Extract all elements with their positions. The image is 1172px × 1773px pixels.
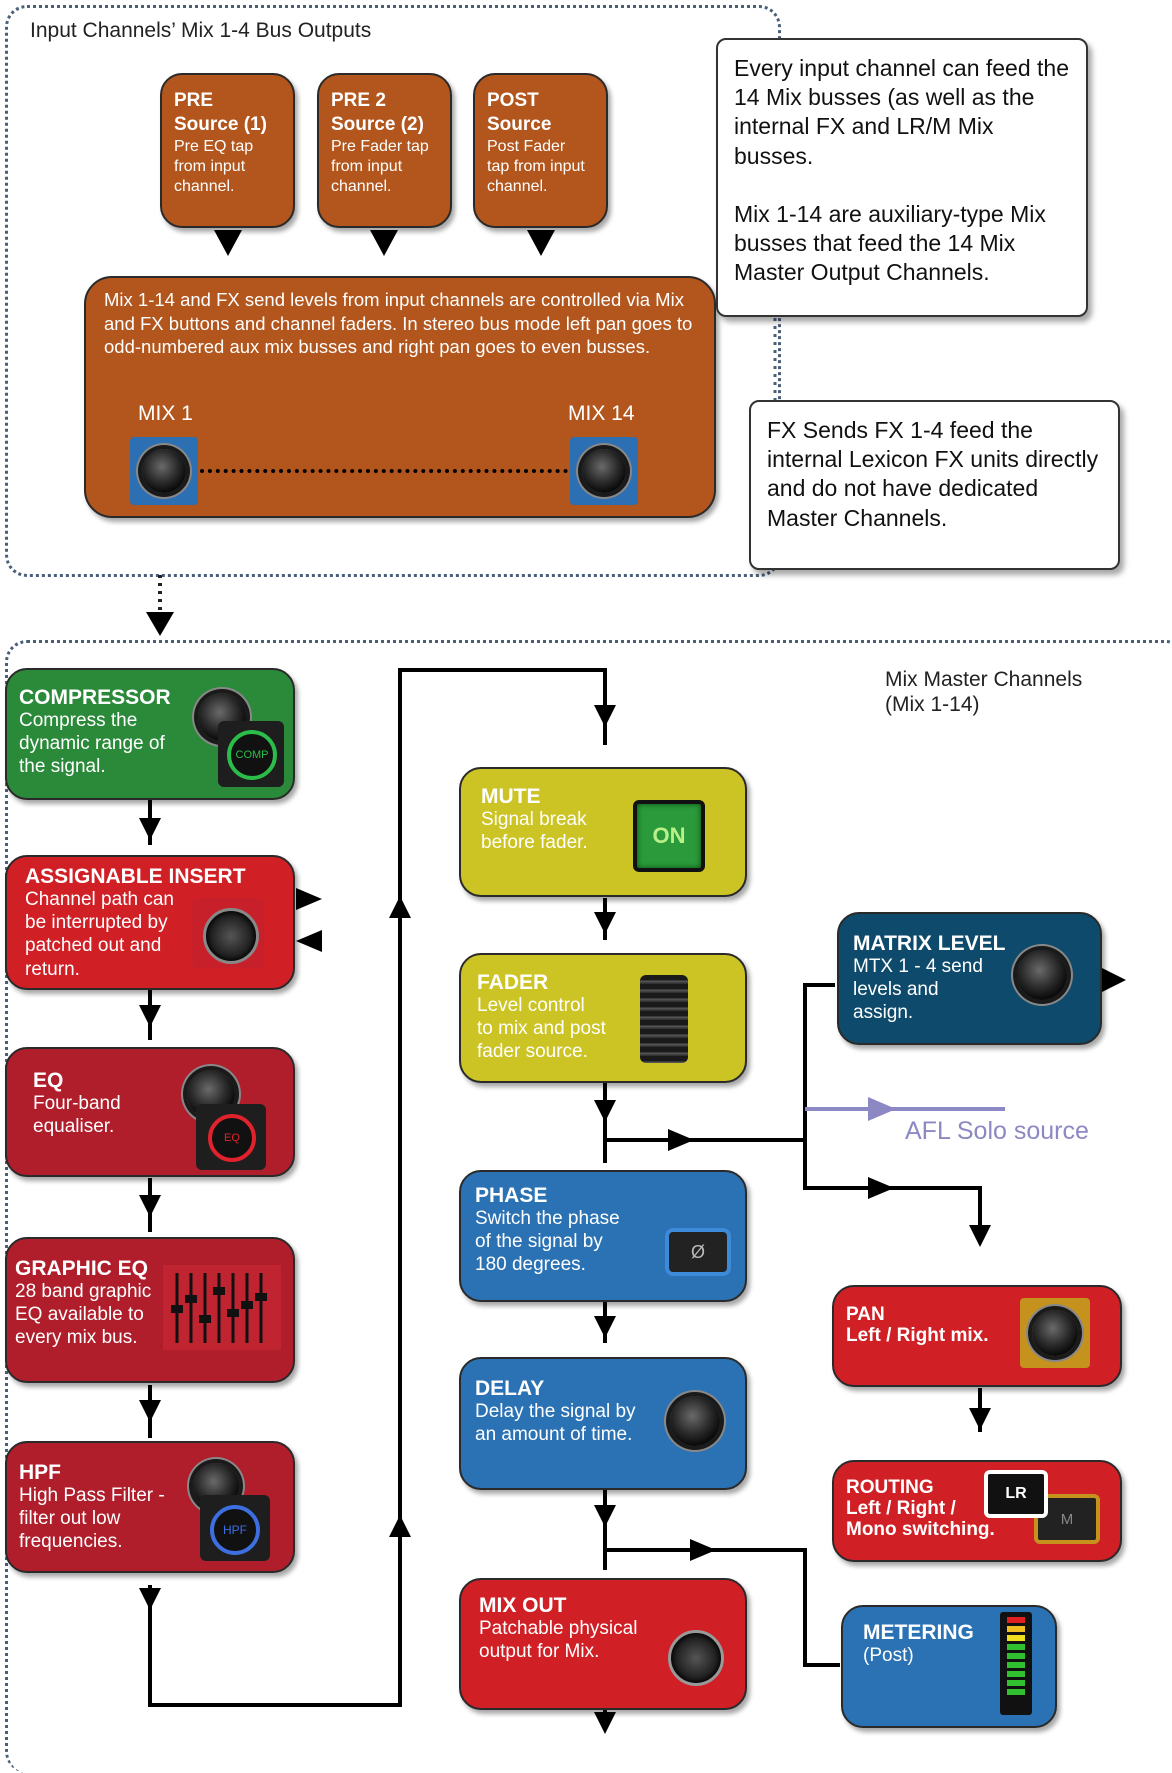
pan-title: PAN bbox=[846, 1304, 885, 1325]
eq-button[interactable]: EQ bbox=[208, 1114, 256, 1162]
mute-desc: Signal break before fader. bbox=[481, 809, 588, 854]
post-source-box: POST Source Post Fader tap from input ch… bbox=[473, 73, 608, 228]
delay-knob-icon[interactable] bbox=[670, 1396, 720, 1446]
mute-block: MUTE Signal break before fader. bbox=[459, 767, 747, 897]
phase-desc: Switch the phase of the signal by 180 de… bbox=[475, 1208, 620, 1276]
routing-lr-button[interactable]: LR bbox=[984, 1470, 1048, 1518]
phase-block: PHASE Switch the phase of the signal by … bbox=[459, 1170, 747, 1302]
xlr-connector-icon bbox=[203, 908, 259, 964]
pre2-source-2-title: PRE 2 Source (2) bbox=[331, 90, 424, 135]
fader-title: FADER bbox=[477, 971, 549, 994]
fader-block: FADER Level control to mix and post fade… bbox=[459, 953, 747, 1083]
metering-title: METERING bbox=[863, 1621, 974, 1644]
eq-desc: Four-band equaliser. bbox=[33, 1093, 121, 1138]
mix-14-label: MIX 14 bbox=[568, 402, 635, 425]
graphic-eq-desc: 28 band graphic EQ available to every mi… bbox=[15, 1281, 152, 1349]
graphic-eq-sliders-icon bbox=[163, 1265, 281, 1350]
mix-out-desc: Patchable physical output for Mix. bbox=[479, 1618, 638, 1663]
routing-desc: Left / Right / Mono switching. bbox=[846, 1497, 995, 1540]
eq-block: EQ Four-band equaliser. bbox=[5, 1047, 295, 1177]
mix-master-region bbox=[5, 640, 1172, 1773]
mix-bus-dotted-link bbox=[200, 469, 568, 473]
post-source-desc: Post Fader tap from input channel. bbox=[487, 137, 585, 195]
matrix-level-title: MATRIX LEVEL bbox=[853, 932, 1006, 955]
compressor-desc: Compress the dynamic range of the signal… bbox=[19, 710, 165, 778]
mute-title: MUTE bbox=[481, 785, 541, 808]
fx-sends-note: FX Sends FX 1-4 feed the internal Lexico… bbox=[749, 400, 1120, 570]
pre2-source-2-desc: Pre Fader tap from input channel. bbox=[331, 137, 429, 195]
mix-master-title: Mix Master Channels (Mix 1-14) bbox=[885, 668, 1083, 717]
matrix-level-desc: MTX 1 - 4 send levels and assign. bbox=[853, 956, 983, 1024]
graphic-eq-title: GRAPHIC EQ bbox=[15, 1257, 149, 1280]
metering-desc: (Post) bbox=[863, 1645, 914, 1667]
matrix-knob-icon[interactable] bbox=[1017, 950, 1067, 1000]
pre-source-1-desc: Pre EQ tap from input channel. bbox=[174, 137, 254, 195]
mix-14-knob-icon[interactable] bbox=[582, 449, 626, 493]
hpf-title: HPF bbox=[19, 1461, 61, 1484]
pre-source-1-box: PRE Source (1) Pre EQ tap from input cha… bbox=[160, 73, 295, 228]
mix-send-text: Mix 1-14 and FX send levels from input c… bbox=[104, 289, 693, 358]
routing-title: ROUTING bbox=[846, 1477, 934, 1498]
mix-out-xlr-icon bbox=[668, 1630, 724, 1686]
fader-desc: Level control to mix and post fader sour… bbox=[477, 995, 606, 1063]
mix-1-knob-icon[interactable] bbox=[142, 449, 186, 493]
mix-1-label: MIX 1 bbox=[138, 402, 193, 425]
meter-bar-icon bbox=[1000, 1612, 1032, 1715]
pan-knob-icon[interactable] bbox=[1032, 1310, 1078, 1356]
insert-title: ASSIGNABLE INSERT bbox=[25, 865, 246, 888]
input-feed-note: Every input channel can feed the 14 Mix … bbox=[716, 38, 1088, 317]
input-channels-title: Input Channels’ Mix 1-4 Bus Outputs bbox=[30, 19, 372, 42]
mix-out-title: MIX OUT bbox=[479, 1594, 567, 1617]
mute-on-button[interactable]: ON bbox=[633, 800, 705, 872]
phase-button[interactable]: Ø bbox=[665, 1228, 731, 1276]
pre-source-1-title: PRE Source (1) bbox=[174, 90, 267, 135]
comp-button[interactable]: COMP bbox=[227, 730, 277, 780]
delay-desc: Delay the signal by an amount of time. bbox=[475, 1401, 636, 1446]
compressor-title: COMPRESSOR bbox=[19, 686, 171, 709]
hpf-button[interactable]: HPF bbox=[210, 1505, 260, 1555]
fader-cap-icon[interactable] bbox=[640, 975, 688, 1063]
phase-title: PHASE bbox=[475, 1184, 548, 1207]
pan-desc: Left / Right mix. bbox=[846, 1324, 989, 1346]
insert-desc: Channel path can be interrupted by patch… bbox=[25, 889, 174, 980]
delay-title: DELAY bbox=[475, 1377, 545, 1400]
afl-solo-label: AFL Solo source bbox=[905, 1117, 1089, 1145]
pre2-source-2-box: PRE 2 Source (2) Pre Fader tap from inpu… bbox=[317, 73, 452, 228]
post-source-title: POST Source bbox=[487, 90, 552, 135]
hpf-desc: High Pass Filter - filter out low freque… bbox=[19, 1485, 165, 1553]
eq-title: EQ bbox=[33, 1069, 64, 1092]
source-arrows bbox=[214, 230, 555, 256]
